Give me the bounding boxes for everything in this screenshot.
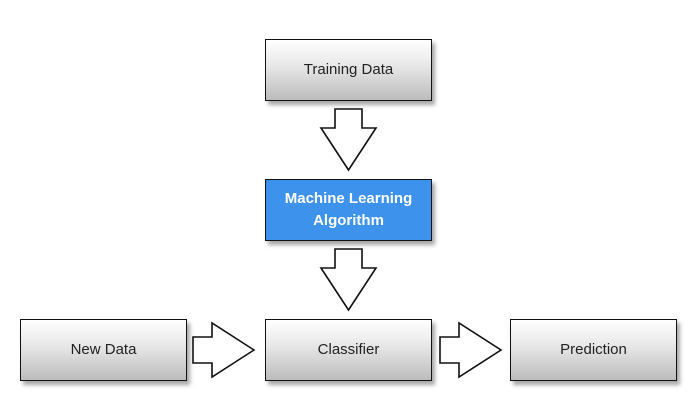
prediction-box: Prediction bbox=[510, 319, 677, 381]
training-data-label: Training Data bbox=[303, 61, 394, 78]
machine-learning-algorithm-label: Machine Learning Algorithm bbox=[284, 190, 413, 229]
new-data-box: New Data bbox=[20, 319, 187, 381]
machine-learning-algorithm-box: Machine Learning Algorithm bbox=[265, 179, 432, 241]
training-data-box: Training Data bbox=[265, 39, 432, 101]
prediction-label: Prediction bbox=[560, 341, 627, 358]
arrow-right-icon bbox=[192, 321, 256, 379]
new-data-label: New Data bbox=[70, 341, 137, 358]
arrow-down-icon bbox=[319, 248, 378, 312]
arrow-right-icon bbox=[439, 321, 503, 379]
classifier-box: Classifier bbox=[265, 319, 432, 381]
arrow-down-icon bbox=[319, 108, 378, 172]
classifier-label: Classifier bbox=[317, 341, 380, 358]
